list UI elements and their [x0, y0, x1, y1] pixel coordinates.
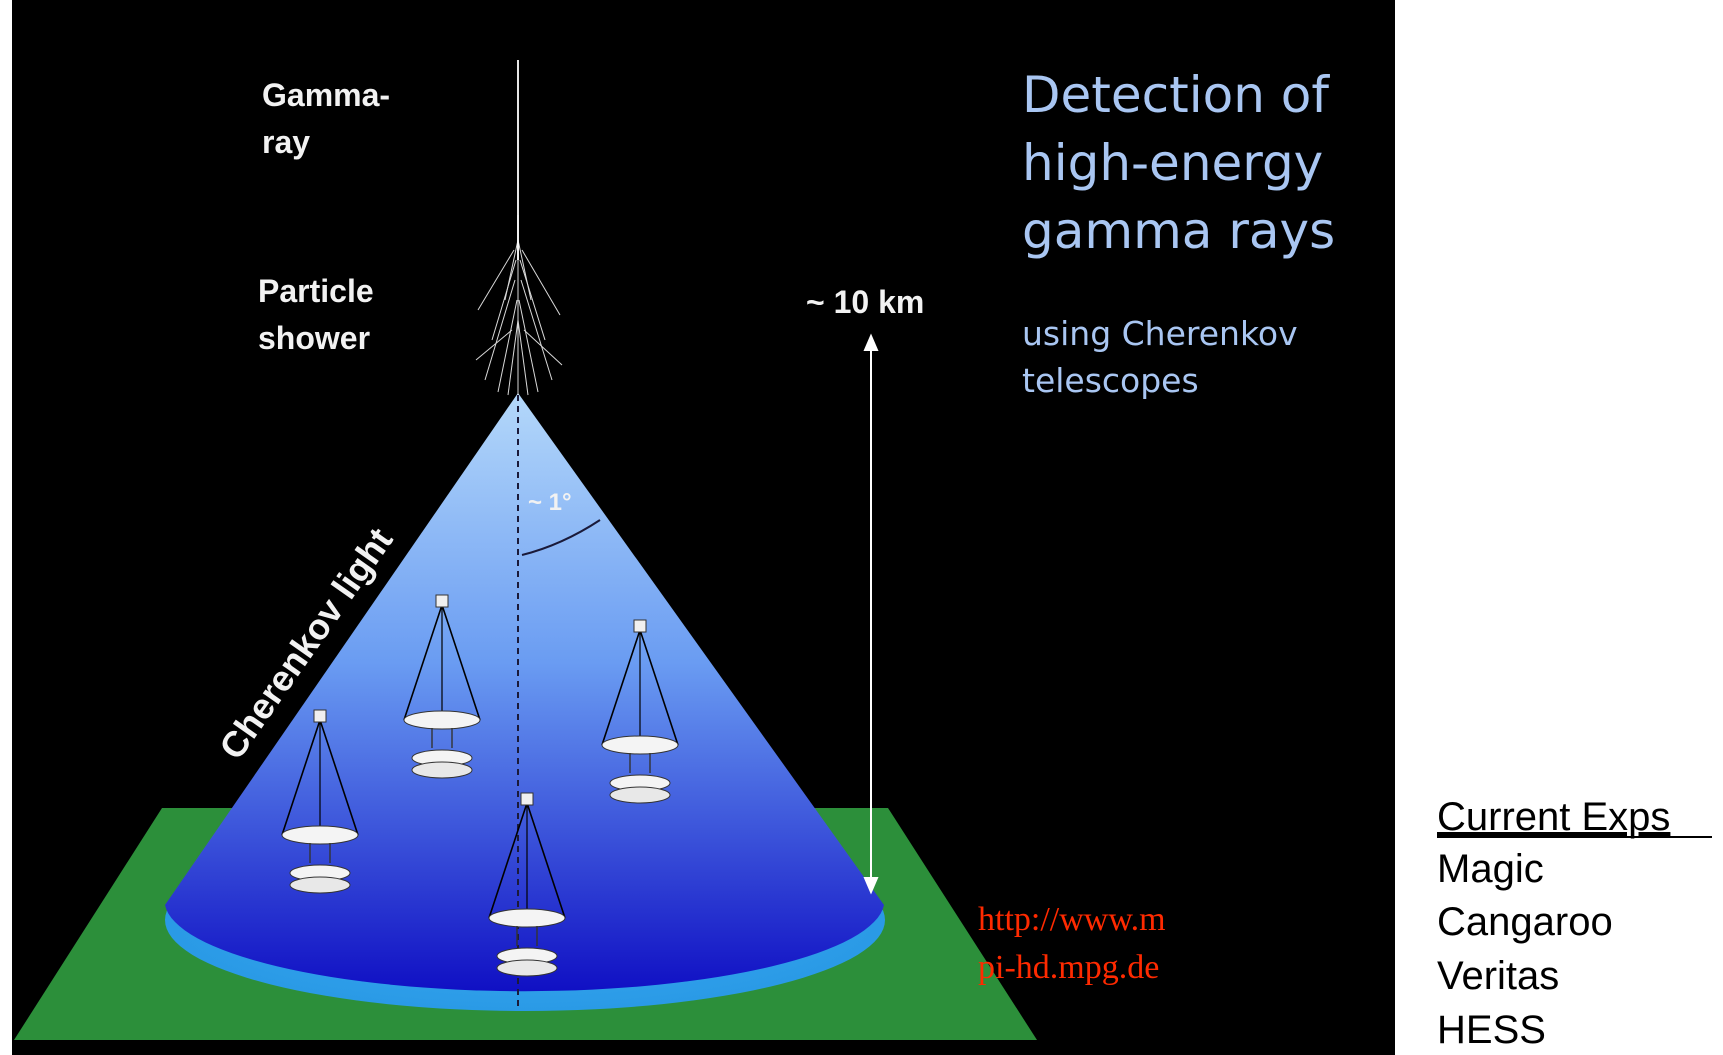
particle-shower: [475, 215, 563, 396]
telescope-array: [281, 594, 679, 977]
telescope: [601, 619, 679, 804]
angle-arc: [521, 519, 601, 556]
telescope: [281, 709, 359, 894]
source-url[interactable]: http://www.m pi-hd.mpg.de: [978, 901, 1174, 986]
experiment-item: Cangaroo: [1437, 900, 1613, 944]
height-label: ~ 10 km: [806, 284, 924, 320]
telescope: [403, 594, 481, 779]
height-arrow: [863, 333, 879, 895]
experiments-heading: Current Exps: [1437, 795, 1670, 839]
diagram-subtitle: using Cherenkov telescopes: [1022, 314, 1308, 400]
experiment-item: Magic: [1437, 847, 1544, 891]
diagram-title: Detection of high-energy gamma rays: [1022, 66, 1345, 260]
angle-label: ~ 1°: [528, 489, 572, 516]
particle-shower-label: Particle shower: [258, 273, 383, 356]
experiment-item: Veritas: [1437, 954, 1559, 998]
gamma-ray-label: Gamma- ray: [262, 77, 399, 160]
experiment-item: HESS: [1437, 1008, 1546, 1052]
telescope: [488, 792, 566, 977]
